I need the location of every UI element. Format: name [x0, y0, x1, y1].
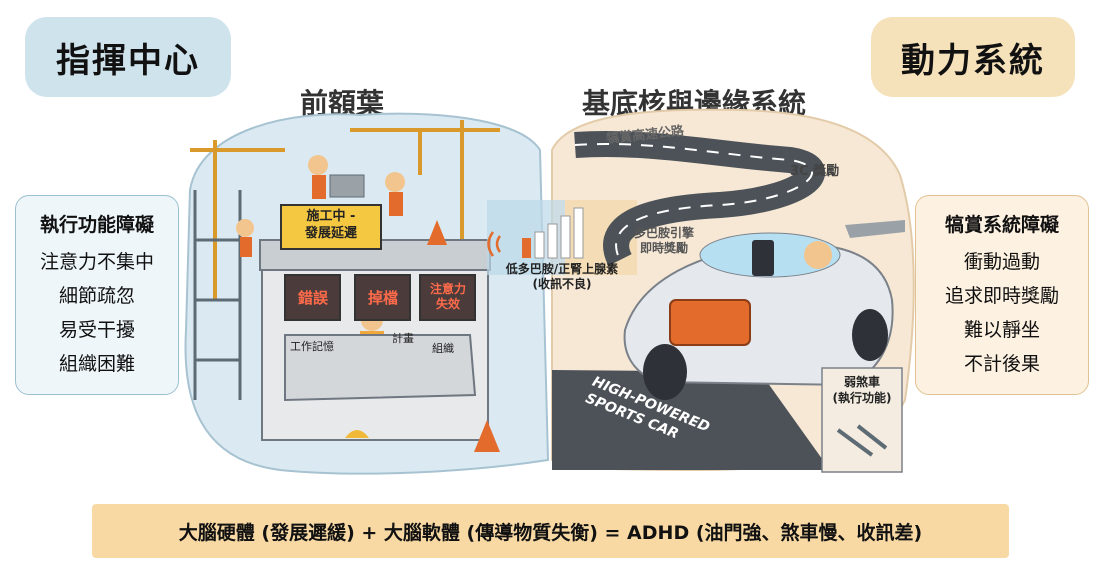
signal-bars: [522, 207, 584, 259]
console-calc: 計畫: [392, 332, 414, 345]
console-org: 組織: [432, 342, 454, 355]
car-wheel-front: [643, 344, 687, 400]
screen-drop: [354, 274, 411, 321]
executive-dysfunction-heading: 執行功能障礙: [39, 214, 154, 236]
screen-error: [284, 274, 341, 321]
screen-focus-line-1: 注意力: [429, 282, 466, 296]
lower-road: [552, 370, 830, 470]
car-engine: [669, 299, 751, 346]
reward-dysfunction-panel: 犒賞系統障礙 衝動過動 追求即時獎勵 難以靜坐 不計後果: [915, 195, 1089, 395]
engine-line-2: 即時獎勵: [639, 241, 688, 255]
car-wheel-rear: [852, 309, 888, 361]
symptom-item: 不計後果: [963, 353, 1040, 375]
traffic-cone-top: [427, 220, 447, 245]
rear-spoiler: [845, 220, 905, 238]
symptom-item: 難以靜坐: [963, 319, 1040, 341]
symptom-item: 組織困難: [58, 353, 135, 375]
symptom-item: 衝動過動: [963, 251, 1040, 273]
power-system-title: 動力系統: [871, 17, 1075, 97]
control-console: [284, 334, 477, 402]
screen-focus-label: 注意力 失效: [421, 282, 475, 312]
signal-line-1: 低多巴胺/正腎上腺素: [505, 262, 619, 276]
weak-brake-panel: [821, 367, 903, 473]
screen-focus: [419, 274, 476, 321]
adhd-formula-text: 大腦硬體 (發展遲緩) + 大腦軟體 (傳導物質失衡) = ADHD (油門強、…: [178, 521, 923, 544]
screen-error-label: 錯誤: [297, 289, 328, 307]
traffic-cone-bottom: [474, 420, 500, 452]
sign-line-2: 發展延遲: [304, 226, 357, 241]
reward-label: 3C 獎勵: [790, 164, 840, 179]
executive-dysfunction-panel: 執行功能障礙 注意力不集中 細節疏忽 易受干擾 組織困難: [15, 195, 179, 395]
phone-reward: [752, 240, 774, 276]
symptom-item: 追求即時獎勵: [944, 285, 1059, 307]
construction-sign: 施工中 - 發展延遲: [283, 208, 379, 242]
broken-brake-icon: [836, 424, 888, 457]
symptom-item: 細節疏忽: [58, 285, 135, 307]
construction-sign-board: [280, 204, 382, 250]
brake-line-1: 弱煞車: [843, 375, 880, 389]
hard-hat: [345, 430, 369, 438]
screen-focus-line-2: 失效: [435, 297, 460, 311]
screen-drop-label: 掉檔: [367, 289, 398, 307]
signal-line-2: (收訊不良): [532, 277, 592, 291]
driver-head: [804, 241, 832, 269]
crane-right: [350, 120, 500, 260]
reward-dysfunction-heading: 犒賞系統障礙: [944, 214, 1059, 236]
engine-label: 多巴胺引擎 即時獎勵: [625, 226, 703, 256]
brake-line-2: (執行功能): [832, 391, 892, 405]
brake-label: 弱煞車 (執行功能): [823, 374, 901, 406]
hanging-crate: [329, 174, 365, 198]
command-center-title: 指揮中心: [25, 17, 231, 97]
engine-line-1: 多巴胺引擎: [633, 226, 694, 240]
sign-line-1: 施工中 -: [306, 209, 356, 224]
symptom-item: 易受干擾: [58, 319, 135, 341]
console-memory: 工作記憶: [290, 340, 334, 353]
crane-left: [190, 140, 285, 300]
adhd-formula-bar: 大腦硬體 (發展遲緩) + 大腦軟體 (傳導物質失衡) = ADHD (油門強、…: [92, 504, 1009, 558]
symptom-item: 注意力不集中: [39, 251, 154, 273]
signal-label: 低多巴胺/正腎上腺素 (收訊不良): [479, 262, 645, 292]
